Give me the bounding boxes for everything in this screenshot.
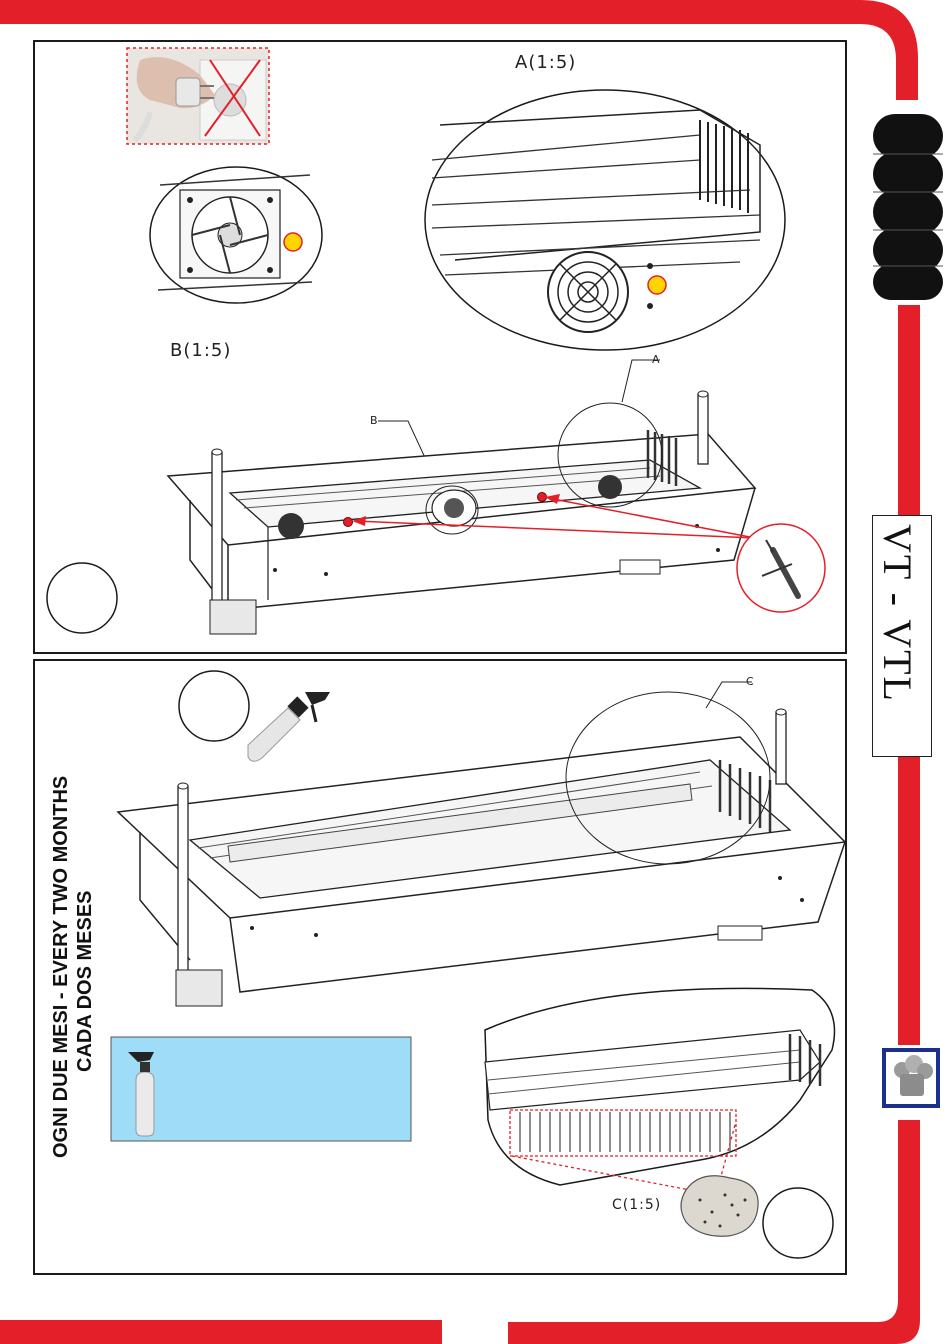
interval-text-line1: OGNI DUE MESI - EVERY TWO MONTHS: [50, 776, 73, 1158]
step-circle-bottom: [179, 671, 249, 741]
sponge-icon: [681, 1176, 758, 1237]
detail-c-label: C(1:5): [612, 1197, 661, 1213]
detail-c-view: [485, 988, 835, 1190]
step-circle-bottom-right: [763, 1188, 833, 1258]
info-box: [111, 1037, 411, 1141]
spray-bottle-icon: [248, 692, 330, 761]
callout-c-label: C: [746, 675, 754, 688]
interval-text-line2: CADA DOS MESES: [74, 890, 97, 1072]
